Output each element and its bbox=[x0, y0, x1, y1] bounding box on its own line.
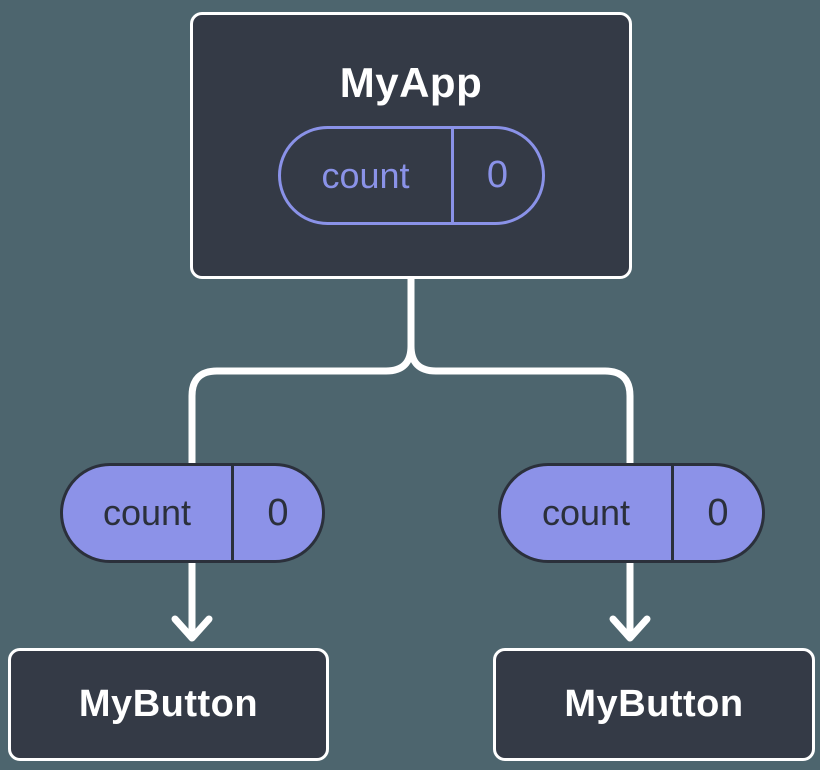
prop-pill-value: 0 bbox=[267, 491, 289, 534]
state-pill-value: 0 bbox=[486, 154, 509, 196]
pill-divider bbox=[450, 129, 454, 222]
pill-divider bbox=[671, 466, 674, 560]
root-node-label: MyApp bbox=[339, 59, 483, 106]
prop-pill-key: count bbox=[541, 492, 631, 533]
connector-branch-right bbox=[407, 342, 634, 640]
arrow-down-icon bbox=[609, 615, 651, 642]
child-node: MyButton bbox=[493, 648, 815, 761]
prop-pill-value: 0 bbox=[707, 491, 729, 534]
child-node: MyButton bbox=[8, 648, 329, 761]
prop-pill-key: count bbox=[102, 492, 192, 533]
pill-divider bbox=[231, 466, 234, 560]
prop-pill: count 0 bbox=[498, 463, 765, 563]
root-node: MyApp count 0 bbox=[190, 12, 632, 279]
prop-pill: count 0 bbox=[60, 463, 325, 563]
state-pill: count 0 bbox=[277, 126, 545, 225]
arrow-down-icon bbox=[171, 615, 213, 642]
connector-branch-left bbox=[188, 342, 415, 640]
state-pill-key: count bbox=[321, 154, 410, 196]
